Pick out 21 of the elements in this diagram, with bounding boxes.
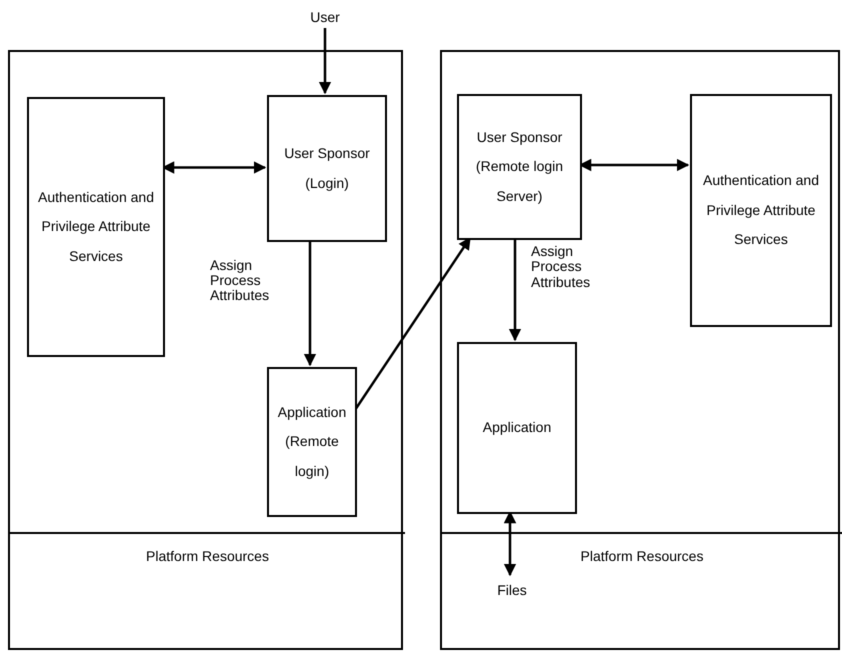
process-box bbox=[690, 94, 832, 327]
arrow bbox=[508, 238, 522, 342]
arrow bbox=[318, 28, 332, 94]
process-box bbox=[27, 97, 165, 357]
node-text: Platform Resources bbox=[146, 547, 269, 566]
node-label: User bbox=[310, 8, 340, 26]
process-box bbox=[457, 342, 577, 514]
panel bbox=[440, 50, 840, 650]
process-box bbox=[457, 94, 582, 240]
node-text: User Sponsor (Login) bbox=[283, 144, 371, 193]
arrow bbox=[304, 240, 316, 366]
process-box bbox=[267, 95, 387, 242]
node-text: Application (Remote login) bbox=[276, 402, 348, 481]
node-text: Authentication and Privilege Attribute Services bbox=[37, 188, 155, 266]
node-label: Files bbox=[497, 580, 527, 600]
node-text: Platform Resources bbox=[580, 547, 704, 566]
node-text: Application bbox=[482, 418, 552, 438]
node-text: User Sponsor (Remote login Server) bbox=[474, 128, 564, 206]
process-box bbox=[267, 367, 357, 517]
panel bbox=[8, 50, 403, 650]
node-text: Authentication and Privilege Attribute Services bbox=[702, 171, 820, 250]
